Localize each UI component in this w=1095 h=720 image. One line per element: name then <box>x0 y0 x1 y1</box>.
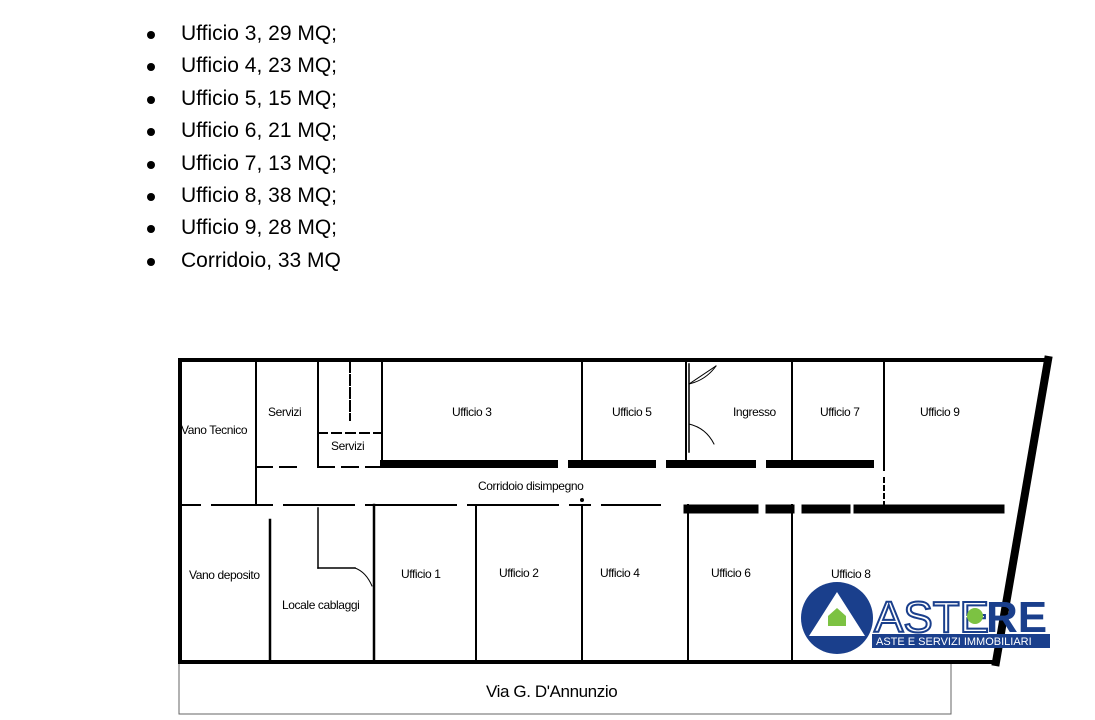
room-ufficio-1: Ufficio 1 <box>401 567 441 581</box>
room-ufficio-5: Ufficio 5 <box>612 405 652 419</box>
list-item: Ufficio 6, 21 MQ; <box>0 115 341 147</box>
logo-name-right: RE <box>986 593 1047 642</box>
list-item: Ufficio 7, 13 MQ; <box>0 148 341 180</box>
room-ufficio-2: Ufficio 2 <box>499 566 539 580</box>
list-item: Corridoio, 33 MQ <box>0 245 341 277</box>
area-list: Ufficio 3, 29 MQ; Ufficio 4, 23 MQ; Uffi… <box>0 18 341 277</box>
house-icon <box>828 608 846 626</box>
room-ufficio-9: Ufficio 9 <box>920 405 960 419</box>
aste-re-logo: ASTE RE ASTE E SERVIZI IMMOBILIARI <box>801 582 1050 654</box>
room-ufficio-8: Ufficio 8 <box>831 567 871 581</box>
room-ingresso: Ingresso <box>733 405 777 419</box>
room-ufficio-3: Ufficio 3 <box>452 405 492 419</box>
list-item: Ufficio 5, 15 MQ; <box>0 83 341 115</box>
room-vano-deposito: Vano deposito <box>189 568 260 582</box>
list-item: Ufficio 4, 23 MQ; <box>0 50 341 82</box>
list-item: Ufficio 3, 29 MQ; <box>0 18 341 50</box>
logo-tagline: ASTE E SERVIZI IMMOBILIARI <box>876 636 1032 648</box>
list-item: Ufficio 9, 28 MQ; <box>0 212 341 244</box>
room-servizi: Servizi <box>268 405 301 419</box>
room-servizi: Servizi <box>331 439 364 453</box>
room-locale-cablaggi: Locale cablaggi <box>282 598 359 612</box>
room-ufficio-7: Ufficio 7 <box>820 405 860 419</box>
street-name: Via G. D'Annunzio <box>486 682 617 701</box>
logo-tagline-band <box>872 634 1050 648</box>
room-ufficio-4: Ufficio 4 <box>600 566 640 580</box>
street-strip <box>178 661 952 715</box>
right-facade-wall <box>991 355 1053 667</box>
list-item: Ufficio 8, 38 MQ; <box>0 180 341 212</box>
room-vano-tecnico: Vano Tecnico <box>181 423 248 437</box>
logo-dot-icon <box>967 608 983 624</box>
room-corridoio: Corridoio disimpegno <box>478 479 584 493</box>
room-ufficio-6: Ufficio 6 <box>711 566 751 580</box>
